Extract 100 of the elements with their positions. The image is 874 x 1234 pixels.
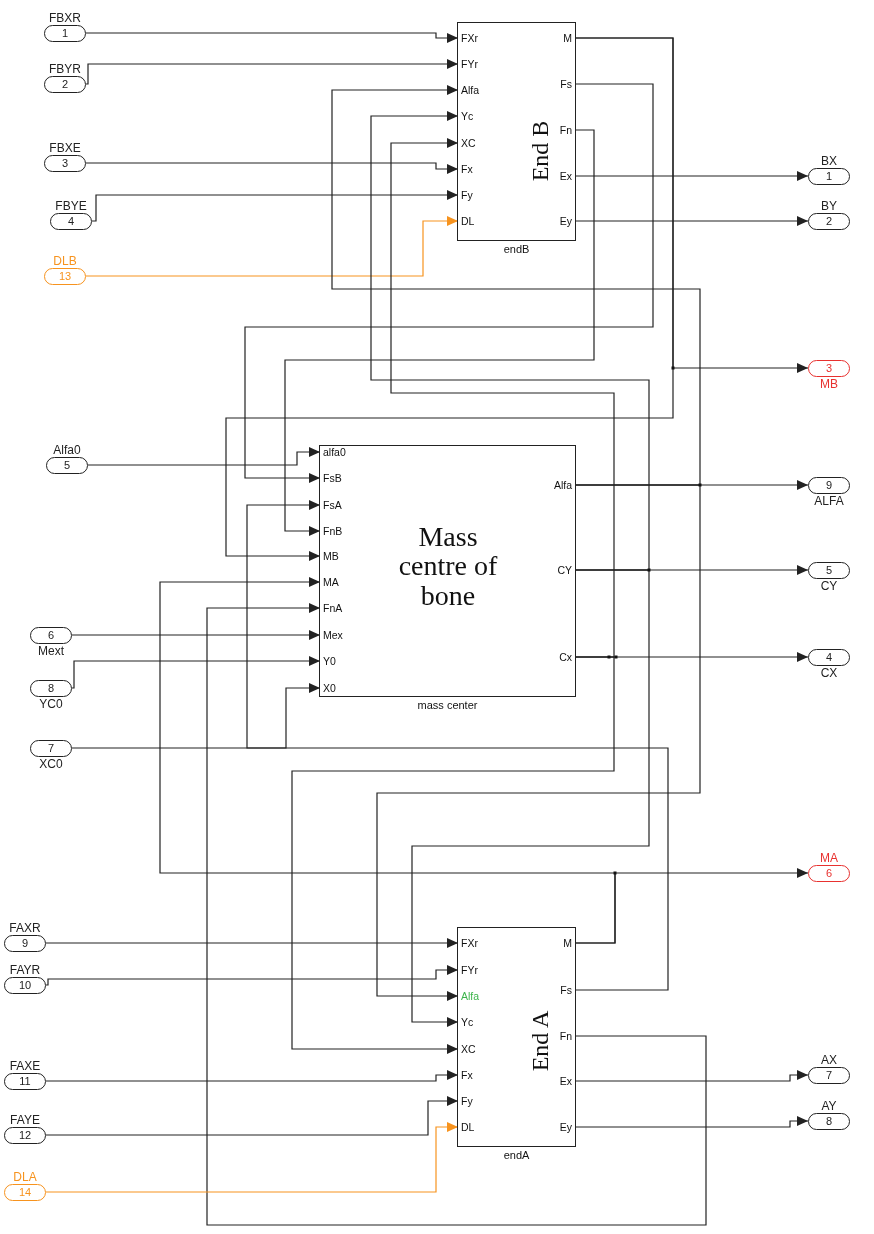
output-port-label: Fs — [560, 983, 575, 997]
port-number: 9 — [20, 935, 30, 950]
port-number: 14 — [17, 1184, 33, 1199]
port-number: 10 — [17, 977, 33, 992]
port-number: 8 — [46, 680, 56, 695]
input-port-label: MB — [320, 549, 339, 563]
signal-line — [45, 965, 459, 986]
input-port-label: Fy — [458, 188, 473, 202]
signal-name-label: FAXR — [9, 920, 41, 935]
signal-name-label: Alfa0 — [53, 442, 81, 457]
input-port-label: FYr — [458, 963, 478, 977]
signal-line — [574, 1116, 809, 1128]
output-port-label: M — [563, 936, 575, 950]
signal-line — [574, 171, 809, 181]
input-port-label: Yc — [458, 1015, 474, 1029]
signal-line — [246, 500, 669, 991]
signal-line — [574, 1070, 809, 1082]
input-port-label: DL — [458, 214, 475, 228]
output-port-label: Fn — [559, 123, 575, 137]
input-port-label: Fx — [458, 162, 473, 176]
signal-name-label: FBXR — [49, 10, 81, 25]
output-port-label: CY — [557, 563, 575, 577]
signal-line — [291, 656, 615, 1054]
signal-name-label: MB — [820, 376, 838, 391]
signal-name-label: FBYR — [49, 61, 81, 76]
input-port-label: X0 — [320, 681, 336, 695]
port-number: 4 — [824, 649, 834, 664]
signal-name-label: XC0 — [39, 756, 63, 771]
signal-line — [390, 138, 615, 658]
input-port-label: FsB — [320, 471, 342, 485]
signal-line — [370, 111, 650, 571]
input-port-label: Fy — [458, 1094, 473, 1108]
block-title: Mass centre of bone — [397, 521, 499, 611]
output-port-label: Alfa — [553, 478, 575, 492]
signal-line — [574, 216, 809, 226]
output-port-label: Ey — [559, 214, 575, 228]
port-number: 1 — [60, 25, 70, 40]
input-port-label: FXr — [458, 31, 478, 45]
port-number: 3 — [60, 155, 70, 170]
block-name-label: endB — [503, 243, 530, 255]
signal-name-label: AX — [821, 1052, 837, 1067]
signal-name-label: Mext — [38, 643, 64, 658]
signal-line — [71, 656, 321, 689]
signal-name-label: CY — [820, 578, 838, 593]
port-number: 9 — [824, 477, 834, 492]
port-number: 5 — [62, 457, 72, 472]
port-number: 13 — [57, 268, 73, 283]
signal-line — [331, 85, 701, 486]
input-port-label: alfa0 — [320, 445, 346, 459]
signal-line — [87, 447, 321, 466]
output-port-label: M — [563, 31, 575, 45]
signal-name-label: MA — [820, 850, 838, 865]
signal-name-label: DLB — [53, 253, 77, 268]
signal-name-label: DLA — [13, 1169, 37, 1184]
input-port-label: Alfa — [458, 83, 480, 97]
signal-name-label: ALFA — [814, 493, 844, 508]
block-name-label: mass center — [417, 699, 478, 711]
input-port-label: MA — [320, 575, 339, 589]
signal-line — [71, 683, 321, 749]
signal-line — [45, 1070, 459, 1082]
input-port-label: XC — [458, 1042, 476, 1056]
port-number: 7 — [46, 740, 56, 755]
signal-name-label: FAXE — [9, 1058, 41, 1073]
output-port-label: Ex — [559, 1074, 575, 1088]
signal-line — [411, 569, 650, 1027]
signal-line — [85, 59, 459, 85]
signal-line — [225, 37, 674, 561]
input-port-label: FsA — [320, 498, 342, 512]
signal-line — [284, 129, 595, 536]
signal-line — [376, 484, 701, 1001]
signal-name-label: FAYE — [10, 1112, 40, 1127]
signal-line — [71, 630, 321, 640]
input-port-label: DL — [458, 1120, 475, 1134]
output-port-label: Fs — [560, 77, 575, 91]
input-port-label: XC — [458, 136, 476, 150]
block-title: End A — [528, 1010, 554, 1072]
input-port-label: Mex — [320, 628, 343, 642]
input-port-label: FnB — [320, 524, 343, 538]
signal-name-label: CX — [820, 665, 838, 680]
output-port-label: Cx — [559, 650, 575, 664]
port-number: 2 — [60, 76, 70, 91]
output-port-label: Fn — [559, 1029, 575, 1043]
signal-name-label: YC0 — [39, 696, 63, 711]
block-title: End B — [528, 120, 554, 182]
port-number: 1 — [824, 168, 834, 183]
input-port-label: Alfa — [458, 989, 480, 1003]
signal-line — [45, 1096, 459, 1136]
signal-line — [574, 868, 809, 944]
output-port-label: Ex — [559, 169, 575, 183]
port-number: 2 — [824, 213, 834, 228]
signal-line — [85, 32, 459, 43]
signal-name-label: FBXE — [49, 140, 81, 155]
input-port-label: FnA — [320, 601, 343, 615]
signal-name-label: FBYE — [55, 198, 87, 213]
input-port-label: Y0 — [320, 654, 336, 668]
port-number: 8 — [824, 1113, 834, 1128]
signal-line — [85, 216, 459, 277]
signal-line — [45, 1122, 459, 1193]
port-number: 12 — [17, 1127, 33, 1142]
signal-name-label: FAYR — [9, 962, 41, 977]
